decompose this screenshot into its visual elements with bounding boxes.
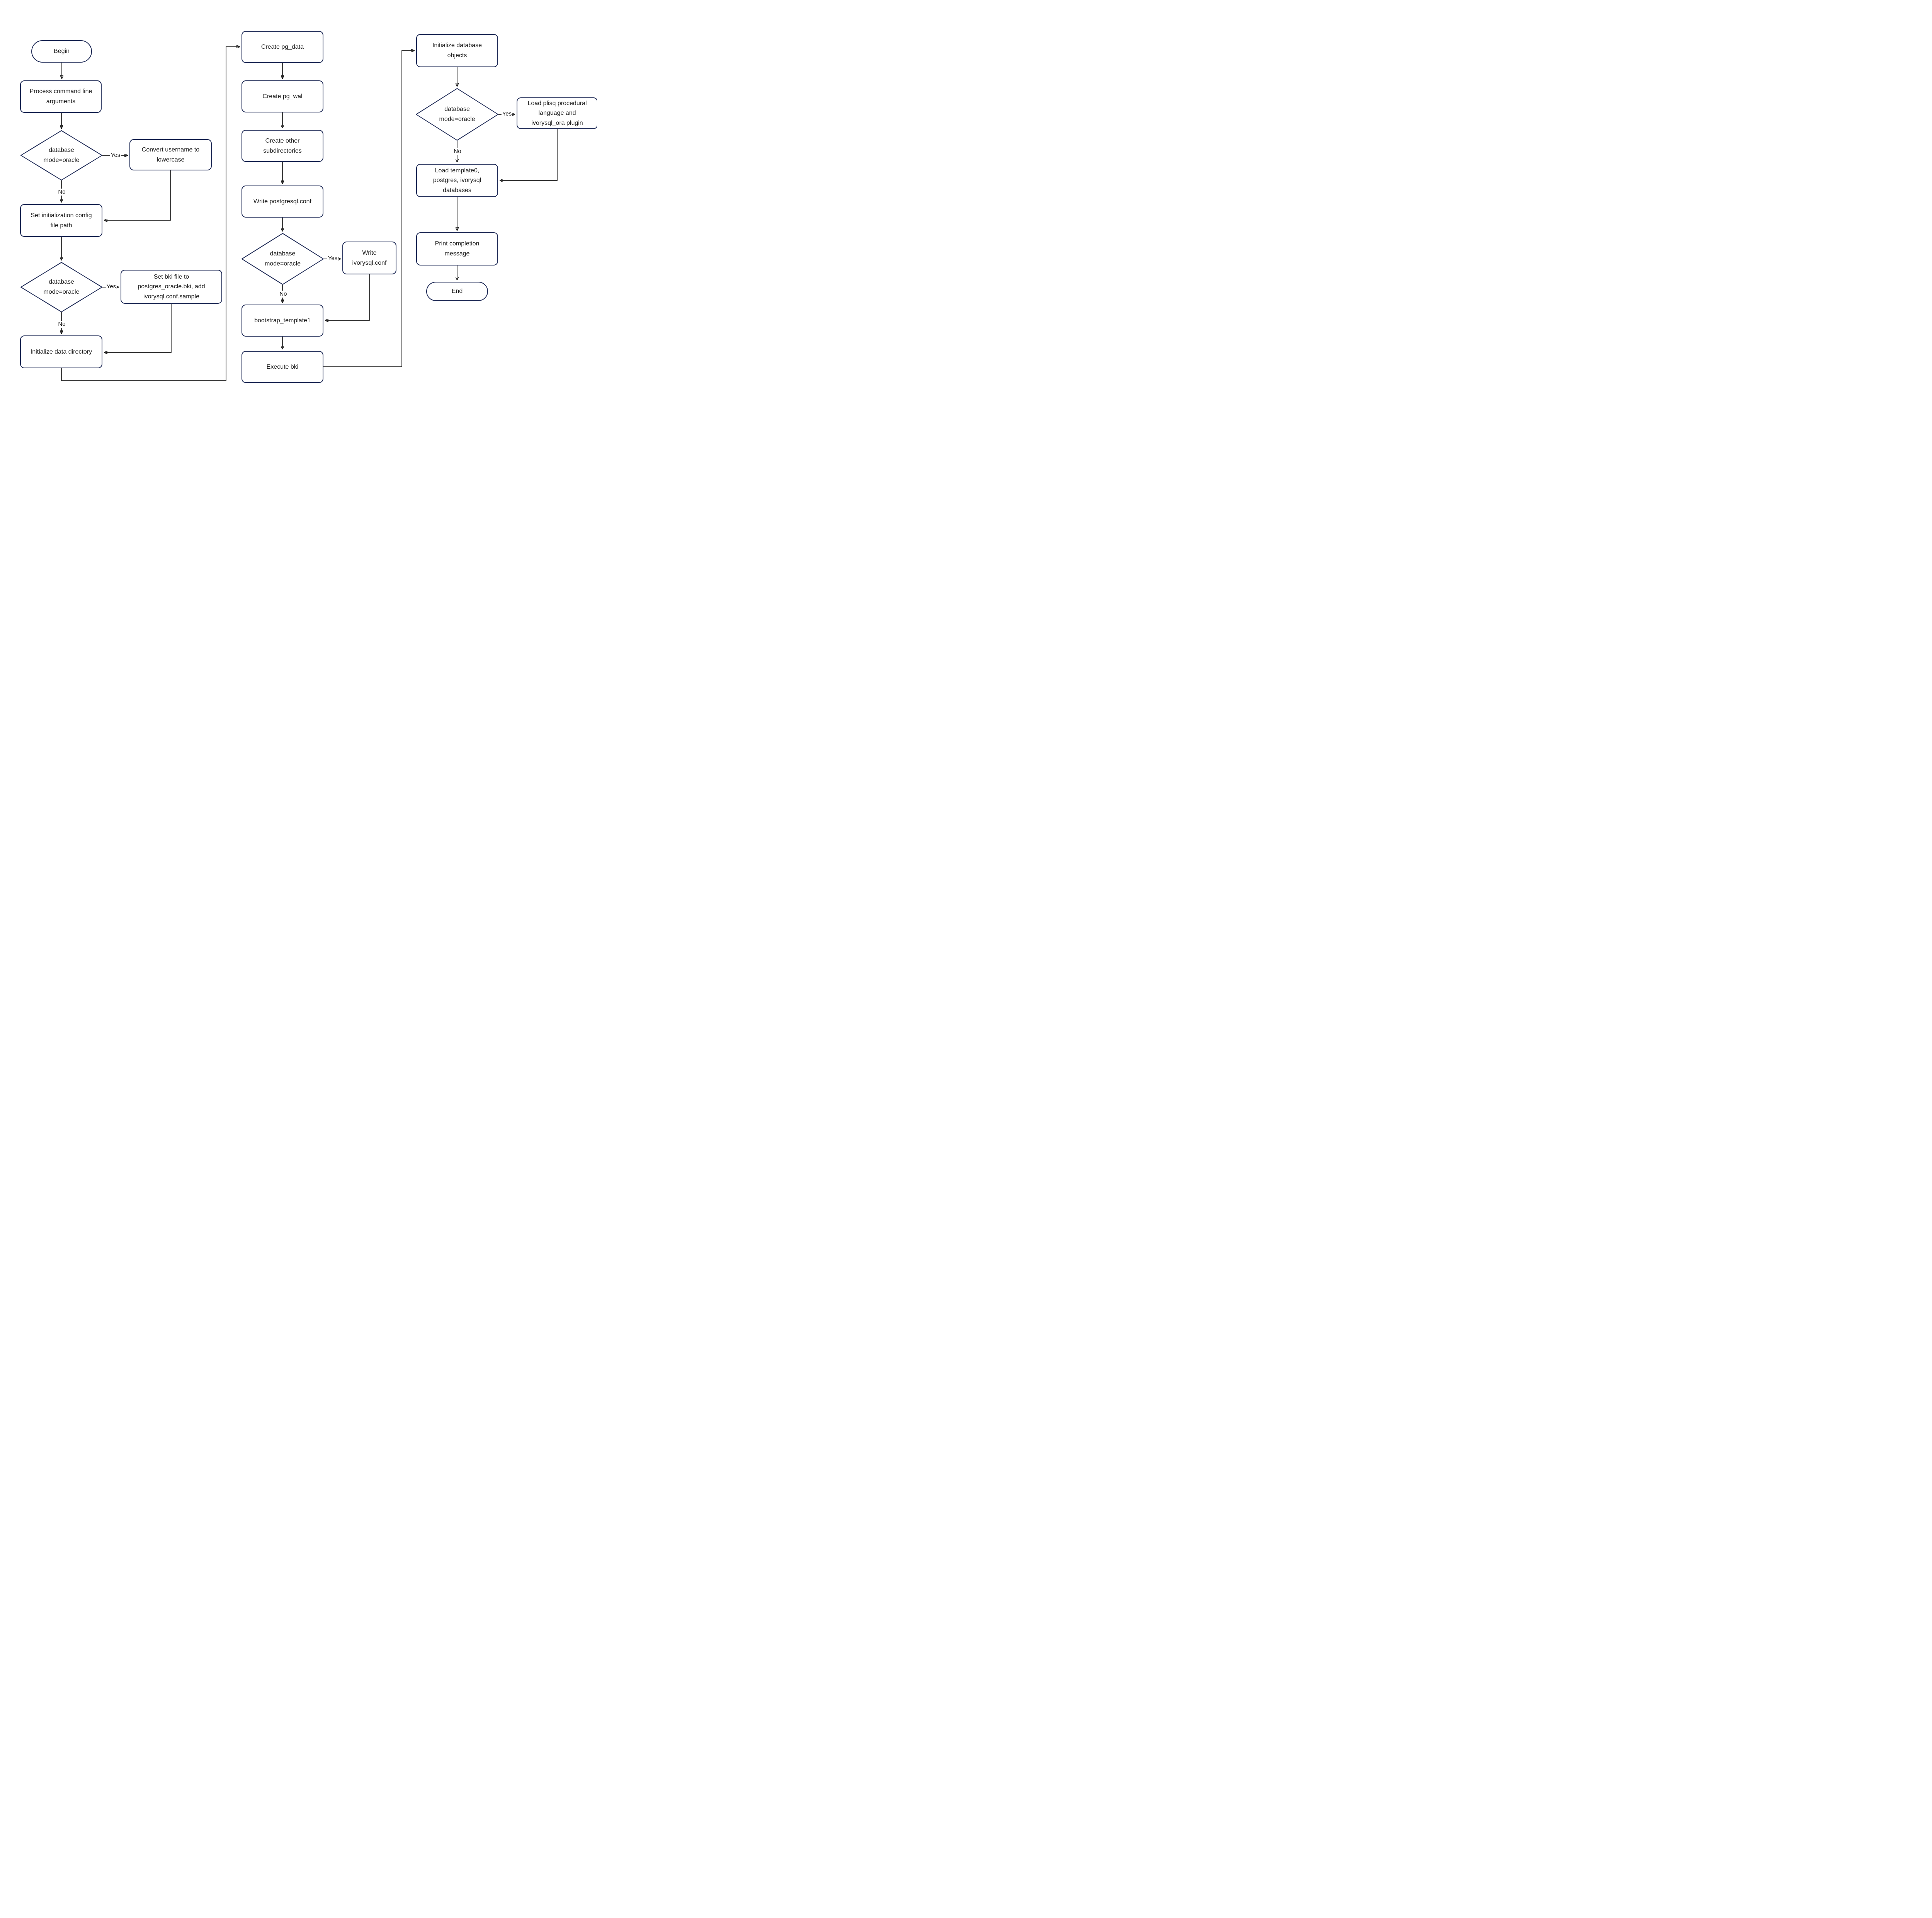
edge-label-decision1-no: No	[57, 189, 66, 196]
node-initialize-data-directory: Initialize data directory	[20, 335, 102, 368]
node-set-initialization-config-file-path: Set initialization config file path	[20, 204, 102, 237]
connector-layer	[0, 0, 558, 381]
node-write-ivorysql-conf: Write ivorysql.conf	[342, 242, 396, 274]
edge-label-decision3-yes: Yes	[327, 255, 338, 262]
node-create-pg-data: Create pg_data	[242, 31, 323, 63]
node-create-pg-data-label: Create pg_data	[261, 43, 304, 50]
node-create-other-subdirectories: Create other subdirectories	[242, 130, 323, 162]
node-bootstrap-template1-label: bootstrap_template1	[254, 317, 311, 324]
node-process-command-line-arguments: Process command line arguments	[20, 80, 102, 113]
node-execute-bki-label: Execute bki	[266, 363, 299, 370]
node-load-plisq-plugin-label: Load plisq procedural language and ivory…	[527, 100, 587, 126]
node-convert-username-to-lowercase-label: Convert username to lowercase	[141, 146, 200, 163]
node-set-bki-file-label: Set bki file to postgres_oracle.bki, add…	[138, 273, 205, 300]
edge-label-decision3-no: No	[279, 291, 288, 298]
edge-set-bki-to-init-dir	[104, 304, 172, 352]
node-set-initialization-config-file-path-label: Set initialization config file path	[31, 212, 92, 229]
edge-init-dir-to-create-pg-data	[61, 47, 240, 381]
node-begin: Begin	[31, 40, 92, 63]
node-write-ivorysql-conf-label: Write ivorysql.conf	[352, 249, 387, 266]
edge-write-ivorysql-to-bootstrap	[325, 274, 370, 320]
node-convert-username-to-lowercase: Convert username to lowercase	[129, 139, 212, 170]
node-initialize-database-objects-label: Initialize database objects	[432, 42, 482, 59]
diamond-shape	[242, 233, 324, 285]
node-load-template-databases-label: Load template0, postgres, ivorysql datab…	[433, 167, 481, 194]
node-initialize-database-objects: Initialize database objects	[416, 34, 498, 67]
node-load-template-databases: Load template0, postgres, ivorysql datab…	[416, 164, 498, 197]
edge-label-decision2-no: No	[57, 321, 66, 328]
edge-execute-bki-to-init-db-objects	[323, 51, 414, 367]
node-end: End	[426, 282, 488, 301]
flowchart-canvas: Begin Process command line arguments dat…	[0, 0, 597, 422]
node-write-postgresql-conf-label: Write postgresql.conf	[253, 198, 311, 205]
node-end-label: End	[451, 288, 463, 295]
edge-label-decision4-no: No	[453, 148, 462, 155]
diamond-shape	[416, 88, 498, 141]
node-decision-database-mode-3: database mode=oracle	[242, 233, 324, 285]
node-load-plisq-plugin: Load plisq procedural language and ivory…	[517, 97, 597, 129]
edge-label-decision1-yes: Yes	[110, 152, 121, 159]
node-bootstrap-template1: bootstrap_template1	[242, 305, 323, 337]
edge-convert-to-set-config	[104, 170, 171, 220]
node-decision-database-mode-1: database mode=oracle	[20, 130, 102, 180]
node-set-bki-file: Set bki file to postgres_oracle.bki, add…	[121, 270, 222, 304]
edge-label-decision4-yes: Yes	[501, 111, 513, 117]
node-process-command-line-arguments-label: Process command line arguments	[29, 88, 92, 105]
node-initialize-data-directory-label: Initialize data directory	[30, 348, 92, 355]
node-create-pg-wal-label: Create pg_wal	[262, 93, 303, 100]
edge-load-plisq-to-load-databases	[500, 129, 558, 180]
node-print-completion-message: Print completion message	[416, 232, 498, 265]
node-create-other-subdirectories-label: Create other subdirectories	[263, 137, 302, 154]
node-write-postgresql-conf: Write postgresql.conf	[242, 186, 323, 218]
node-decision-database-mode-4: database mode=oracle	[416, 88, 498, 141]
node-print-completion-message-label: Print completion message	[435, 240, 480, 257]
node-create-pg-wal: Create pg_wal	[242, 80, 323, 112]
diamond-shape	[20, 130, 102, 180]
edge-label-decision2-yes: Yes	[105, 283, 117, 290]
node-decision-database-mode-2: database mode=oracle	[20, 262, 102, 312]
node-execute-bki: Execute bki	[242, 351, 323, 383]
diamond-shape	[20, 262, 102, 312]
node-begin-label: Begin	[54, 48, 70, 55]
